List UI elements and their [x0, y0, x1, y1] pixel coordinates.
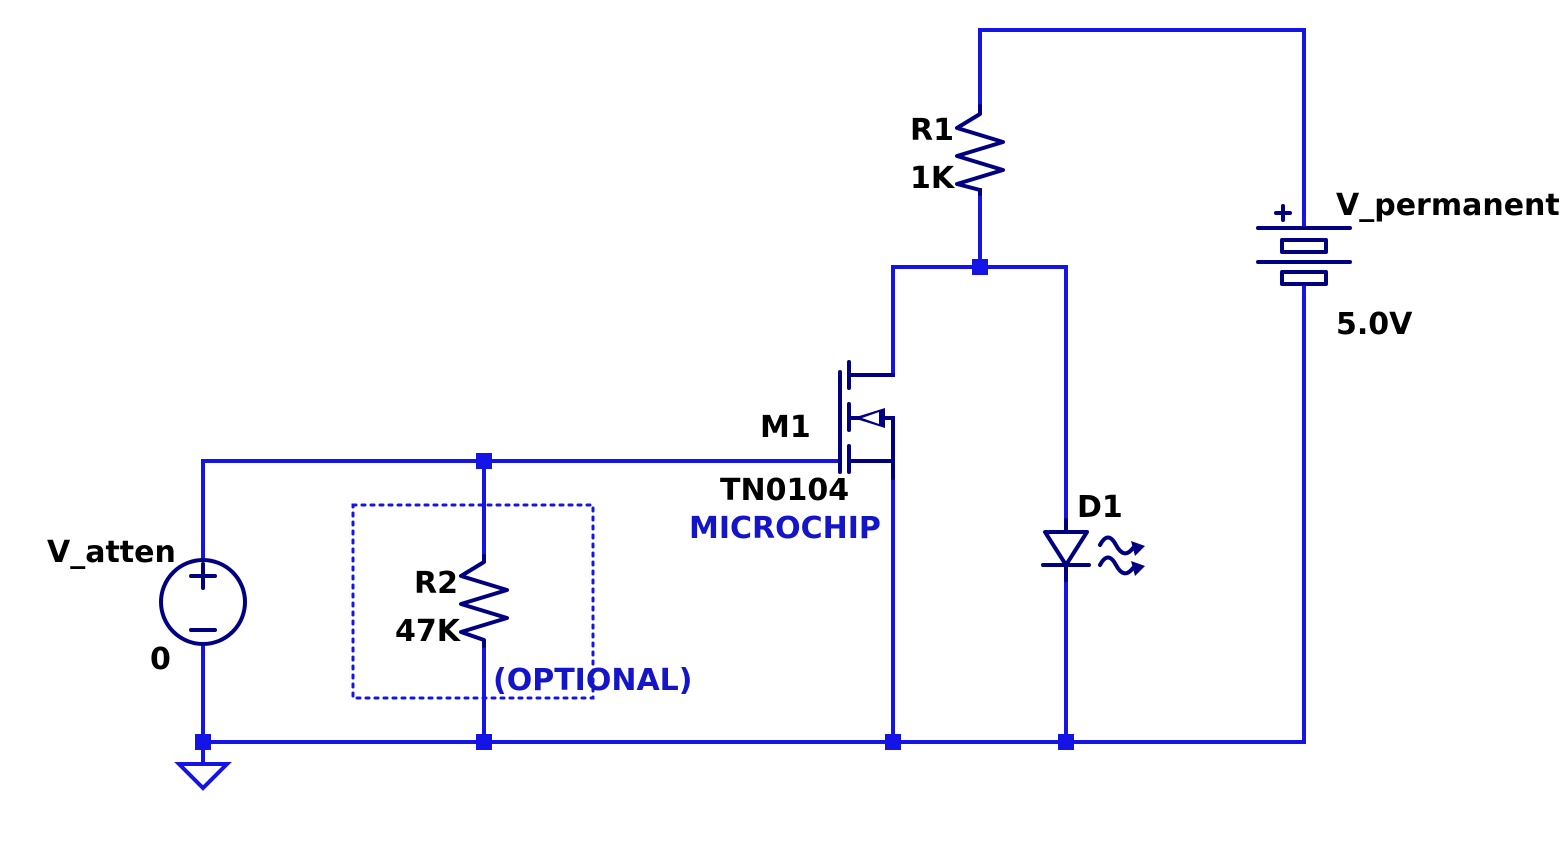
battery-v-permanent-symbol: [1256, 204, 1352, 286]
junction-dot: [476, 453, 492, 469]
r2-ref-label: R2: [414, 566, 458, 601]
optional-dotted-box: [351, 503, 595, 700]
m1-ref-label: M1: [760, 410, 811, 445]
wires: [201, 28, 1306, 744]
wire-drain-node: [891, 265, 1068, 534]
r1-value-label: 1K: [910, 161, 956, 196]
mosfet-m1-symbol: [838, 360, 895, 480]
v-atten-ref-label: V_atten: [47, 535, 176, 570]
m1-part-label: TN0104: [720, 473, 849, 508]
wire-top-rail: [978, 28, 1306, 230]
junction-dot: [476, 734, 492, 750]
led-d1-symbol: [1041, 518, 1091, 582]
light-emission-icon: [1098, 535, 1145, 576]
junction-dot: [1058, 734, 1074, 750]
ground-icon: [174, 742, 232, 791]
v-permanent-value-label: 5.0V: [1336, 307, 1413, 342]
d1-ref-label: D1: [1077, 490, 1123, 525]
optional-note: (OPTIONAL): [493, 663, 692, 698]
v-atten-value-label: 0: [150, 642, 171, 677]
junction-dot: [885, 734, 901, 750]
m1-maker-label: MICROCHIP: [689, 511, 881, 546]
r2-value-label: 47K: [395, 614, 462, 649]
resistor-r2-symbol: [459, 554, 509, 648]
resistor-r1-symbol: [955, 104, 1005, 196]
v-permanent-ref-label: V_permanent: [1336, 188, 1560, 223]
wire-gate-line: [201, 459, 842, 562]
junction-dot: [972, 259, 988, 275]
voltage-source-v-atten-symbol: [159, 558, 247, 646]
r1-ref-label: R1: [910, 113, 954, 148]
